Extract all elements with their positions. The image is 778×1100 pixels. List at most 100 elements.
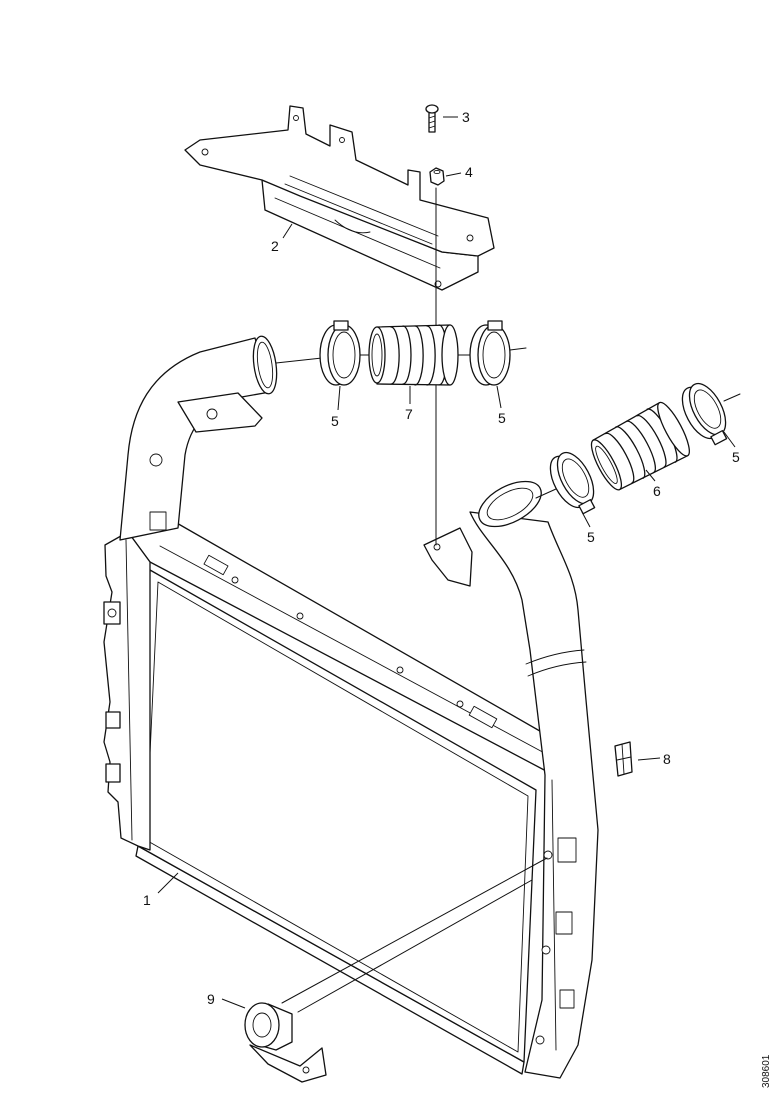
hose-right [590, 401, 690, 491]
leader-line [581, 511, 591, 528]
cooler-assembly [103, 521, 553, 1075]
leader-line [221, 998, 246, 1009]
hose-clamp [681, 382, 728, 446]
small-bracket-fold [616, 756, 632, 761]
callout-label: 2 [271, 238, 279, 254]
hose-upper [368, 324, 459, 386]
right-tank-edge [551, 779, 557, 1051]
bracket-hole [466, 234, 474, 242]
clamp-ring-bore [482, 331, 506, 379]
clamp-lug [710, 430, 728, 446]
left-tank-edge [125, 539, 133, 841]
leader-line [496, 385, 502, 409]
hose-corrugation [426, 325, 436, 386]
bolt-thread [428, 115, 436, 119]
left-pipe-bracket [177, 392, 263, 433]
bracket-hole [339, 137, 345, 143]
bracket-slot-edge [289, 175, 439, 237]
right-pipe-band [525, 649, 585, 665]
callout-label: 5 [587, 529, 595, 545]
left-charge-pipe [119, 335, 278, 541]
left-pipe-bracket-hole [206, 408, 218, 420]
callout-label: 4 [465, 164, 473, 180]
assembly-axis-line [297, 879, 533, 1013]
hose-end [441, 324, 459, 386]
callout-label: 5 [732, 449, 740, 465]
hose-corrugation [390, 326, 400, 385]
callout-label: 8 [663, 751, 671, 767]
nut-body [429, 167, 445, 186]
hose-end [657, 401, 690, 457]
left-pipe-boss [149, 453, 163, 467]
bolt-head [425, 104, 439, 114]
bolt [425, 104, 439, 133]
hose-clamp [549, 451, 596, 515]
leader-line [282, 223, 293, 239]
hose-corrugation [414, 325, 424, 386]
top-rail-tab [468, 705, 498, 729]
left-tank-bolt [107, 608, 117, 618]
leader-line [157, 872, 179, 894]
right-tank-box [555, 911, 573, 935]
bracket-slot-edge [284, 183, 433, 245]
mount-plate [249, 1044, 327, 1083]
small-bracket [614, 741, 633, 777]
hose-end-bore [371, 333, 383, 377]
hose-corrugation [402, 325, 412, 385]
left-pipe-body [119, 337, 271, 541]
callout-label: 1 [143, 892, 151, 908]
leader-line [723, 431, 736, 448]
nut-bore [433, 169, 441, 175]
leader-line [445, 172, 462, 177]
callout-labels: 3 4 2 5 7 5 5 6 5 8 1 9 [143, 109, 740, 1007]
hose-clamp [469, 320, 511, 386]
small-bracket-fold [621, 743, 625, 775]
clamp-ring-bore [332, 331, 356, 379]
nut [429, 167, 445, 186]
drawing-number: 308601 [761, 1054, 772, 1088]
top-rail-hole [396, 666, 404, 674]
leader-line [645, 469, 656, 482]
right-pipe-band [527, 661, 587, 677]
hose-corrugation [625, 420, 656, 474]
clamp-ring-bore [561, 458, 590, 498]
assembly-axis-line [281, 857, 548, 1004]
right-tank-bolt [541, 945, 551, 955]
left-tank-lug [105, 763, 121, 783]
clamp-lug [578, 499, 596, 515]
callout-leaders [157, 116, 736, 1009]
clamp-ring-bore [693, 389, 722, 429]
bolt-thread [428, 125, 436, 129]
assembly-axis-line [535, 488, 557, 499]
hose-corrugation [605, 432, 635, 484]
left-pipe-lug [149, 511, 167, 531]
assembly-axis-line [275, 357, 323, 364]
hose-clamp [319, 320, 361, 386]
hose-corrugation [636, 414, 667, 468]
right-pipe-flange-bore [486, 487, 534, 521]
right-pipe-body [469, 511, 599, 1079]
hose-body [376, 324, 451, 386]
top-rail-tab [203, 554, 229, 576]
mount-plate-hole [302, 1066, 310, 1074]
right-tank-bolt [535, 1035, 545, 1045]
callout-label: 5 [498, 410, 506, 426]
bolt-thread [428, 120, 436, 124]
left-tank-lug [105, 711, 121, 729]
bracket-cutout [334, 219, 371, 234]
clamp-lug [487, 320, 503, 331]
support-bracket [184, 105, 495, 291]
right-tank-box [559, 989, 575, 1009]
assembly-axis-line [509, 347, 527, 351]
left-pipe-flange-bore [256, 341, 274, 389]
mount-bush-bore [252, 1012, 272, 1038]
right-tank-box [557, 837, 577, 863]
line-art [103, 104, 741, 1083]
bracket-face-rib [274, 197, 441, 269]
rubber-mount [244, 1002, 327, 1083]
callout-label: 5 [331, 413, 339, 429]
hose-end-bore [595, 445, 618, 484]
leader-line [337, 385, 341, 411]
assembly-axis-line [723, 393, 741, 402]
